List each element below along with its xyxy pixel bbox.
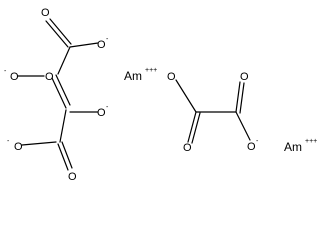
americium-label: Am — [284, 140, 302, 154]
right-oxalate-bonds — [175, 79, 251, 144]
oxygen-label: O — [68, 171, 77, 183]
negative-charge: - — [7, 138, 10, 145]
oxygen-label: O — [167, 71, 176, 83]
positive-charge: +++ — [305, 138, 317, 145]
oxygen-label: O — [247, 141, 256, 153]
left-oxalate-top-carboxylate — [45, 18, 99, 75]
oxygen-label: O — [97, 107, 106, 119]
positive-charge: +++ — [145, 67, 157, 74]
left-oxalate-bottom-carboxylate — [21, 141, 73, 171]
negative-charge: - — [106, 104, 109, 111]
oxygen-label: O — [41, 7, 50, 19]
oxygen-label: O — [97, 39, 106, 51]
negative-charge: - — [256, 138, 259, 145]
americium-label: Am — [124, 69, 142, 83]
negative-charge: - — [106, 36, 109, 43]
left-oxalate-central-bonds — [17, 74, 99, 143]
oxygen-label: O — [10, 71, 19, 83]
oxygen-label: O — [45, 71, 54, 83]
oxygen-label: O — [240, 71, 249, 83]
oxygen-label: O — [183, 142, 192, 154]
negative-charge: - — [4, 68, 7, 75]
chemical-structure-svg: O O - O - O O - O - O Am +++ O O O O - A… — [4, 7, 317, 183]
oxygen-label: O — [14, 141, 23, 153]
structure-diagram: O O - O - O O - O - O Am +++ O O O O - A… — [4, 7, 317, 183]
